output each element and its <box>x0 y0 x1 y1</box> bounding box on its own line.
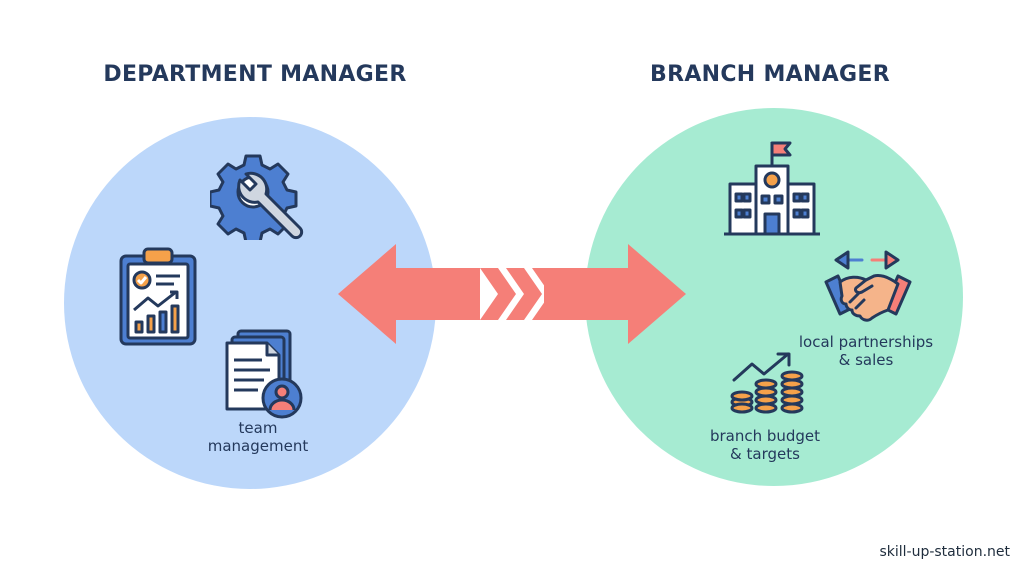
documents-person-icon <box>225 329 303 419</box>
branch-manager-title: BRANCH MANAGER <box>650 62 890 87</box>
handshake-arrows-icon <box>824 250 912 322</box>
local-partnerships-label: local partnerships & sales <box>798 333 934 369</box>
coins-growth-icon <box>730 352 804 414</box>
team-management-label: team management <box>207 419 309 455</box>
clipboard-chart-icon <box>119 247 197 346</box>
department-manager-title: DEPARTMENT MANAGER <box>103 62 407 87</box>
branch-budget-label: branch budget & targets <box>709 427 821 463</box>
double-arrow-icon <box>338 244 686 344</box>
gear-wrench-icon <box>210 154 304 240</box>
site-footer[interactable]: skill-up-station.net <box>879 544 1010 560</box>
building-flag-icon <box>724 141 820 236</box>
